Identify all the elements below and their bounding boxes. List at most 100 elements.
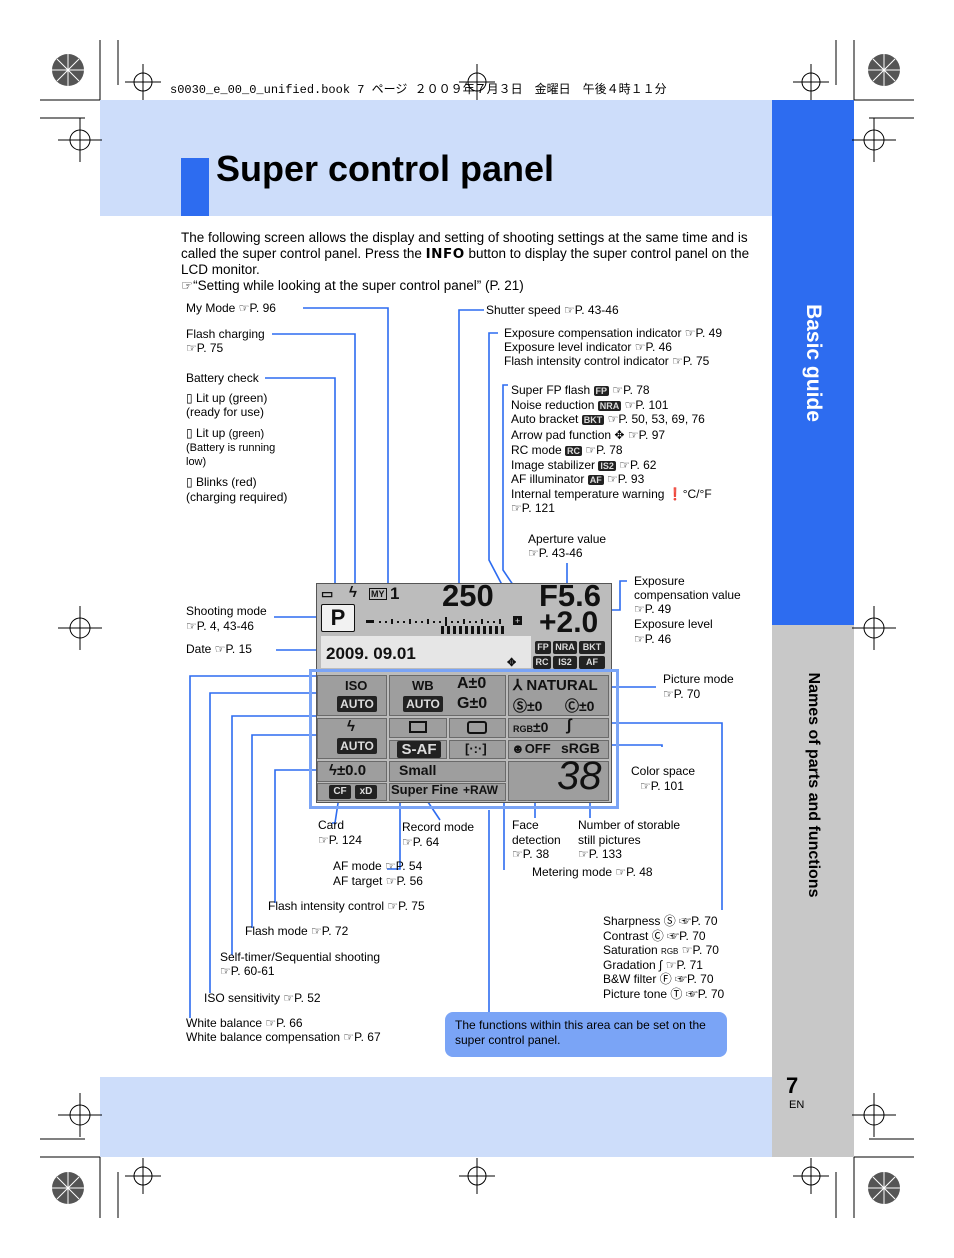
label-aperture-value-ref: ☞P. 43-46	[528, 546, 583, 560]
label-color-space: Color space	[631, 764, 696, 778]
label-saturation-ref: ☞P. 70	[681, 943, 719, 957]
label-my-mode: My Mode ☞P. 96	[186, 301, 276, 315]
flash-comp-row: ϟ±0.0	[329, 762, 366, 779]
label-arrow-pad-ref: ☞P. 97	[627, 428, 666, 442]
label-aperture-value: Aperture value	[528, 532, 607, 546]
side-tab-primary	[772, 100, 854, 625]
label-iso: ISO sensitivity ☞P. 52	[204, 991, 321, 1005]
label-self-timer-ref: ☞P. 60-61	[220, 964, 275, 978]
iso-value: AUTO	[337, 696, 377, 712]
label-comp-value: compensation value	[634, 588, 741, 602]
single-frame-icon	[409, 721, 427, 733]
label-picture-mode-ref: ☞P. 70	[663, 687, 701, 701]
picture-mode-cell[interactable]	[508, 675, 609, 716]
label-rc-mode: RC mode	[511, 443, 562, 457]
label-gradation: Gradation	[603, 958, 656, 972]
card-cf-icon: CF	[329, 785, 351, 799]
face-detection-value: OFF	[524, 741, 551, 756]
af-illuminator-icon: AF	[587, 475, 604, 485]
intro-reference: “Setting while looking at the super cont…	[193, 277, 524, 293]
af-target-cell[interactable]	[449, 740, 506, 759]
af-target-icon: [·:·]	[465, 741, 487, 756]
card-xd-icon: xD	[355, 785, 377, 799]
shutter-speed-value: 250	[442, 578, 494, 613]
label-contrast: Contrast	[603, 929, 649, 943]
saturation-gradation-cell[interactable]	[508, 718, 609, 738]
saturation-legend-icon: RGB	[661, 947, 679, 956]
settable-area-note-text: The functions within this area can be se…	[455, 1018, 706, 1047]
label-saturation: Saturation	[603, 943, 658, 957]
wb-amber-value: A±0	[457, 675, 487, 692]
label-battery-low: low)	[186, 456, 207, 468]
label-bw-filter: B&W filter	[603, 972, 657, 986]
label-gradation-ref: ☞P. 71	[665, 958, 703, 972]
label-color-space-ref: ☞P. 101	[640, 779, 684, 793]
record-quality-cell[interactable]	[389, 783, 506, 801]
label-noise-reduction-ref: ☞P. 101	[624, 398, 669, 412]
row-bw-filter: B&W filter Ⓕ ☞P. 70	[603, 972, 714, 987]
metering-cell[interactable]	[449, 718, 506, 738]
super-control-panel-display: ▭ ϟ MY 1 250 F5.6 +2.0 P + 2009. 09.01 F…	[316, 578, 612, 803]
label-wb-comp: White balance compensation ☞P. 67	[186, 1030, 381, 1044]
label-image-stabilizer: Image stabilizer	[511, 458, 596, 472]
face-detection-icon: ☻	[511, 741, 525, 756]
panel-rc-icon: RC	[533, 656, 551, 669]
label-shooting-mode-ref: ☞P. 4, 43-46	[186, 619, 254, 633]
raw-value: +RAW	[463, 783, 499, 797]
drive-mode-cell[interactable]	[389, 718, 447, 738]
picture-mode-value: NATURAL	[526, 677, 598, 694]
panel-nr-icon: NRA	[553, 641, 577, 654]
metering-icon	[467, 721, 487, 734]
bracket-icon: BKT	[581, 415, 605, 425]
intro-paragraph: The following screen allows the display …	[181, 230, 751, 293]
label-battery-running: (Battery is running	[186, 442, 276, 454]
sharpness-row: Ⓢ±0	[513, 696, 542, 716]
label-battery-lit-color: (green)	[228, 428, 265, 440]
label-flash-intensity: Flash intensity control ☞P. 75	[268, 899, 425, 913]
label-noise-reduction: Noise reduction	[511, 398, 595, 412]
contrast-value: ±0	[579, 698, 595, 714]
iso-label: ISO	[345, 678, 368, 693]
row-saturation: Saturation RGB ☞P. 70	[603, 943, 719, 960]
panel-arrow-pad-icon: ✥	[507, 657, 517, 669]
label-exposure: Exposure	[634, 574, 685, 588]
image-size-cell[interactable]	[389, 761, 506, 782]
storable-count-value: 38	[557, 754, 602, 798]
label-flash-charging: Flash charging	[186, 327, 265, 341]
label-card: Card	[318, 818, 345, 832]
label-af-illuminator: AF illuminator	[511, 472, 585, 486]
side-tab-secondary	[772, 625, 854, 1157]
exposure-comp-value: +2.0	[539, 606, 599, 639]
color-space-value: sRGB	[561, 740, 600, 756]
page-number: 7	[786, 1073, 799, 1098]
date-value: 2009. 09.01	[326, 644, 416, 663]
flash-mode-icon: ϟ	[347, 718, 355, 735]
contrast-legend-icon: Ⓒ	[651, 929, 664, 943]
panel-bkt-icon: BKT	[579, 641, 605, 654]
label-temp-unit: °C/°F	[682, 487, 712, 501]
picture-tone-legend-icon: Ⓣ	[670, 987, 683, 1001]
saturation-row: RGB±0	[513, 719, 548, 735]
row-picture-tone: Picture tone Ⓣ ☞P. 70	[603, 987, 724, 1002]
footer-band	[100, 1077, 772, 1157]
record-quality-value: Super Fine	[391, 782, 459, 797]
sharpness-legend-icon: Ⓢ	[663, 914, 676, 928]
battery-full-icon: ▯	[186, 391, 196, 405]
sharpness-icon: Ⓢ	[513, 698, 527, 714]
row-internal-temp: Internal temperature warning ❗°C/°F	[511, 487, 712, 502]
label-card-ref: ☞P. 124	[318, 833, 362, 847]
label-flash-mode: Flash mode ☞P. 72	[245, 924, 349, 938]
aperture-value: F5.6	[539, 578, 602, 613]
flash-comp-cell[interactable]	[317, 761, 387, 782]
date-strip	[321, 636, 531, 668]
row-gradation: Gradation ∫ ☞P. 71	[603, 958, 703, 973]
row-super-fp: Super FP flash FP ☞P. 78	[511, 383, 650, 399]
battery-low-icon: ▯	[186, 426, 196, 440]
intro-text-1: The following screen allows the display …	[181, 230, 748, 261]
warning-icon: ❗	[667, 487, 683, 501]
face-colorspace-cell[interactable]	[508, 740, 609, 759]
saturation-icon: RGB	[513, 724, 533, 734]
af-mode-value: S-AF	[397, 741, 441, 758]
label-auto-bracket: Auto bracket	[511, 412, 579, 426]
